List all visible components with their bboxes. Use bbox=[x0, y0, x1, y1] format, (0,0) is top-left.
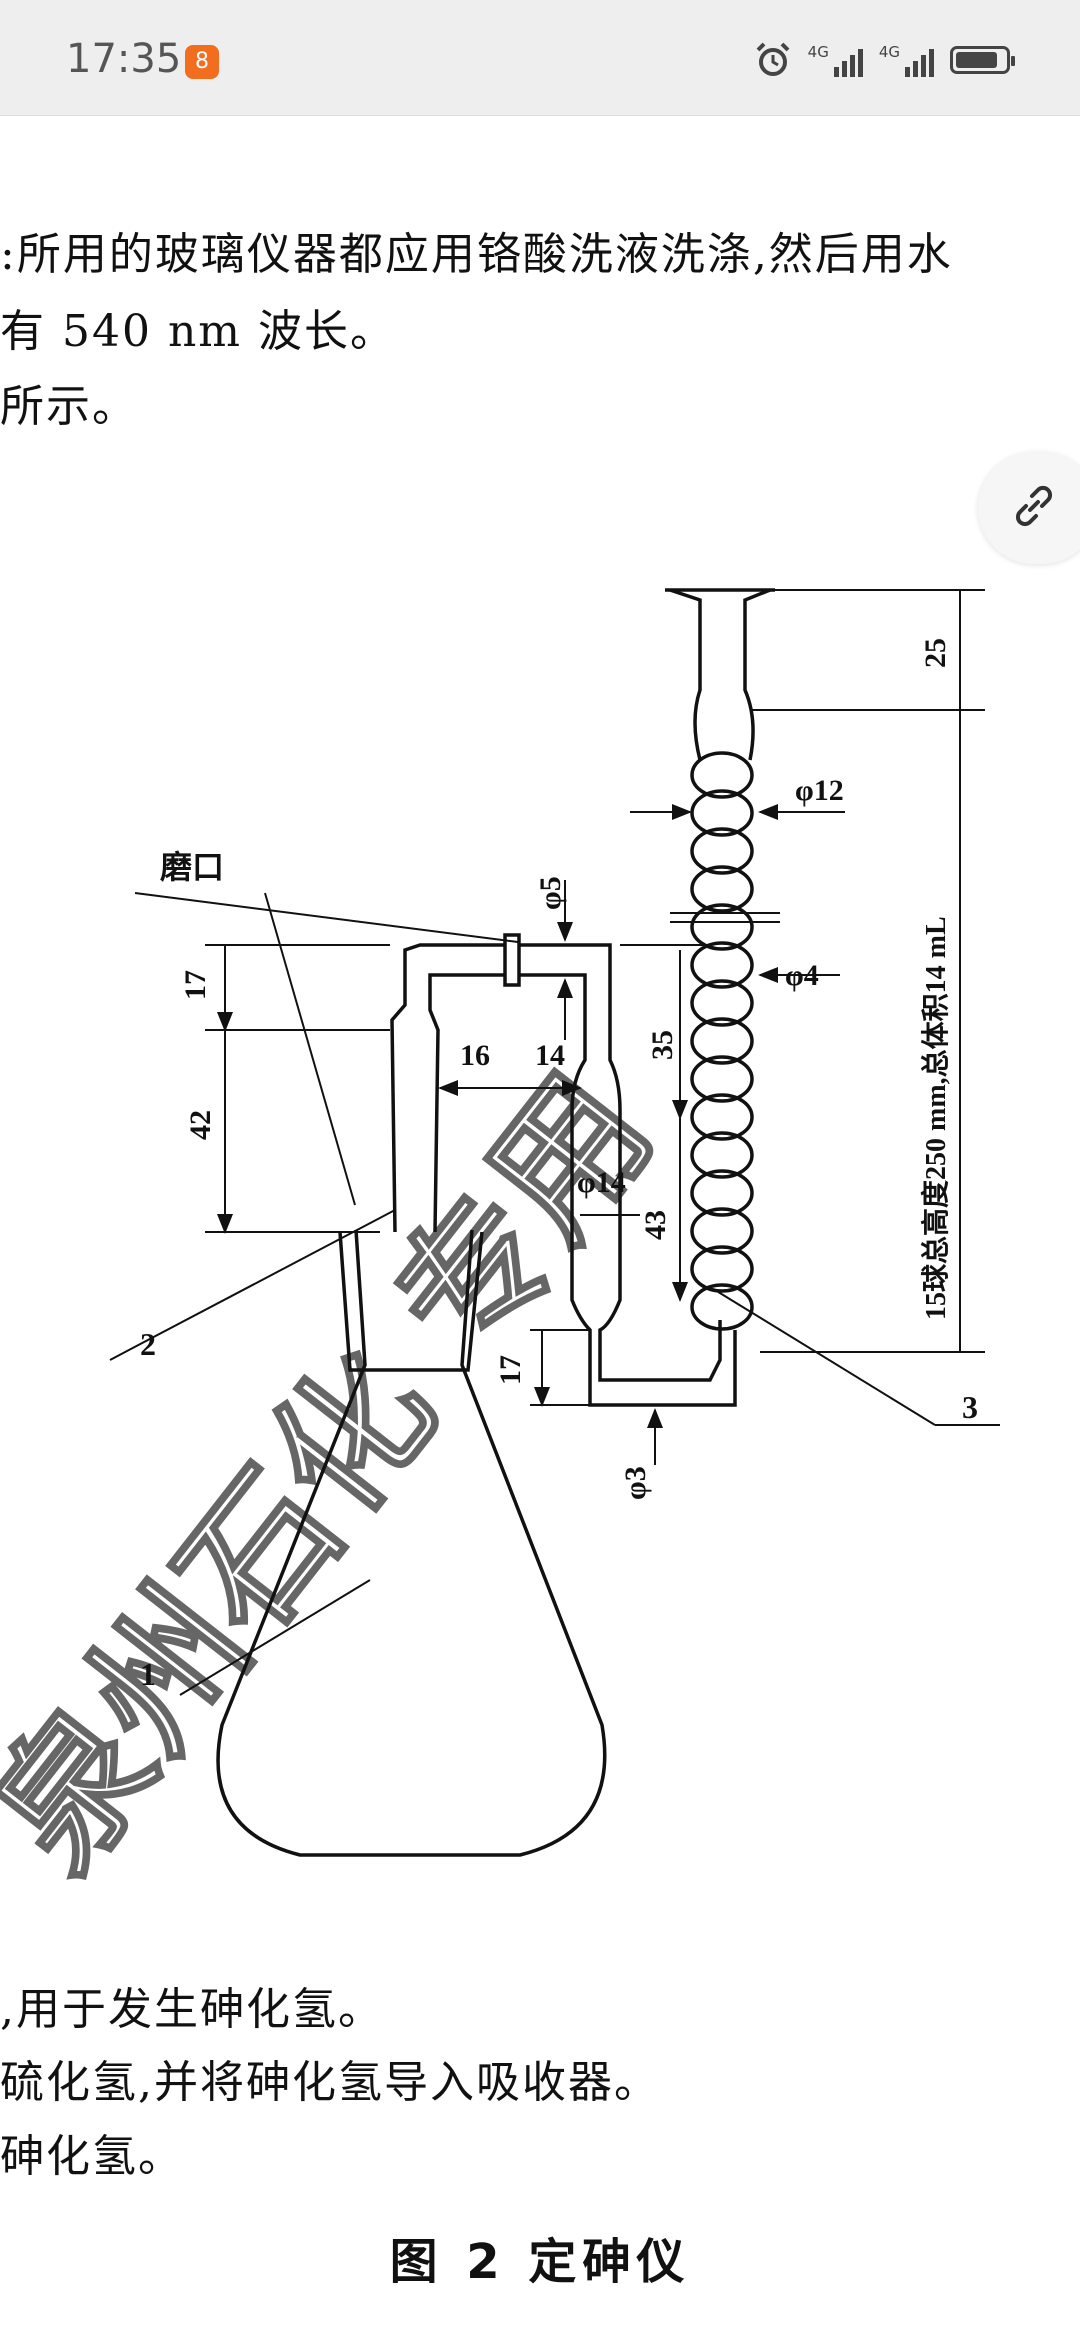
dim-17-bottom: 17 bbox=[494, 1355, 527, 1385]
bulb bbox=[690, 1283, 754, 1331]
doc-line-1: :所用的玻璃仪器都应用铬酸洗液洗涤,然后用水 bbox=[0, 229, 953, 280]
part-2-label: 2 bbox=[140, 1326, 156, 1362]
signal-icon: 4G bbox=[879, 43, 934, 77]
bulb bbox=[690, 789, 754, 837]
bulb-column bbox=[690, 751, 754, 1331]
figure-caption: 图 2 定砷仪 bbox=[389, 2234, 691, 2290]
status-bar: 17:35 8 4G 4G bbox=[0, 0, 1080, 116]
app-notification-icon: 8 bbox=[185, 45, 219, 79]
tube-note: 15球总高度250 mm,总体积14 mL bbox=[920, 916, 952, 1320]
part-1-label: 1 bbox=[140, 1656, 156, 1692]
desc-line-2: 硫化氢,并将砷化氢导入吸收器。 bbox=[0, 2057, 660, 2108]
arsenic-apparatus-diagram: 泉州石化 专用 bbox=[0, 588, 1000, 1900]
dim-17-top: 17 bbox=[179, 970, 212, 1000]
status-time: 17:35 bbox=[66, 36, 182, 82]
bulb bbox=[690, 1055, 754, 1103]
flask-stopper bbox=[338, 1231, 484, 1372]
doc-line-3: 所示。 bbox=[0, 381, 138, 432]
alarm-icon bbox=[756, 42, 790, 76]
status-icons: 4G 4G bbox=[754, 40, 1015, 80]
part-3-label: 3 bbox=[962, 1389, 978, 1425]
dim-phi3: φ3 bbox=[619, 1466, 652, 1500]
dim-phi14: φ14 bbox=[577, 1166, 626, 1199]
bulb bbox=[690, 1169, 754, 1217]
network-type-label: 4G bbox=[878, 43, 900, 61]
bulb bbox=[690, 865, 754, 913]
guide-tube bbox=[390, 943, 722, 1382]
bulb bbox=[690, 827, 754, 875]
bulb bbox=[690, 1017, 754, 1065]
dim-35: 35 bbox=[646, 1030, 679, 1060]
dim-phi4: φ4 bbox=[785, 959, 819, 992]
dim-43: 43 bbox=[639, 1210, 672, 1240]
bulb bbox=[690, 979, 754, 1027]
bulb bbox=[690, 903, 754, 951]
bulb bbox=[690, 941, 754, 989]
absorber-tube bbox=[669, 588, 771, 761]
copy-link-button[interactable] bbox=[978, 452, 1080, 564]
ground-joint-label: 磨口 bbox=[160, 849, 224, 885]
battery-fill bbox=[956, 52, 997, 68]
signal-icon: 4G bbox=[808, 43, 863, 77]
bulb bbox=[690, 1245, 754, 1293]
battery-icon bbox=[950, 46, 1015, 74]
bulb bbox=[690, 751, 754, 799]
doc-line-2: 有 540 nm 波长。 bbox=[0, 306, 397, 357]
dim-phi12: φ12 bbox=[795, 774, 844, 807]
network-type-label: 4G bbox=[807, 43, 829, 61]
dim-16: 16 bbox=[460, 1039, 490, 1072]
link-icon bbox=[1015, 485, 1053, 527]
bulb bbox=[690, 1093, 754, 1141]
conical-flask bbox=[216, 1229, 607, 1857]
desc-line-1: ,用于发生砷化氢。 bbox=[0, 1984, 384, 2035]
dim-42: 42 bbox=[184, 1110, 217, 1140]
dim-14: 14 bbox=[535, 1039, 565, 1072]
desc-line-3: 砷化氢。 bbox=[0, 2131, 184, 2182]
bulb bbox=[690, 1207, 754, 1255]
bulb bbox=[690, 1131, 754, 1179]
dim-25: 25 bbox=[919, 638, 952, 668]
dim-phi5: φ5 bbox=[534, 876, 567, 910]
